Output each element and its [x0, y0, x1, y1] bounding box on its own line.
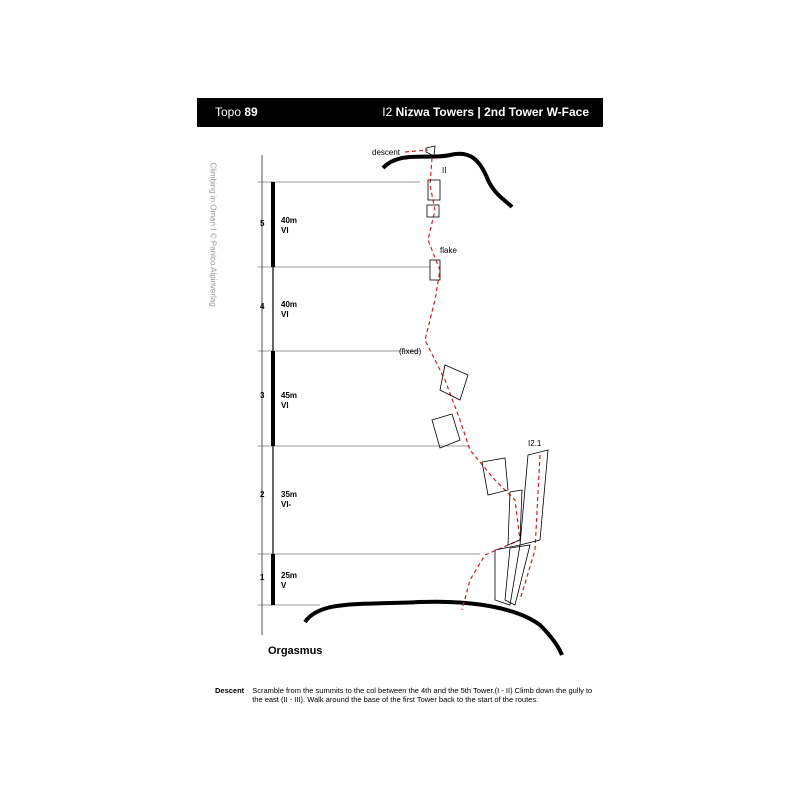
pitch-dividers — [258, 181, 480, 606]
descent-label: descent — [372, 148, 401, 157]
page-header: Topo 89 I2 Nizwa Towers | 2nd Tower W-Fa… — [197, 98, 603, 127]
rock-features — [425, 145, 549, 606]
variant-line — [519, 454, 541, 601]
route-name: Orgasmus — [268, 645, 323, 657]
pitch-number: 3 — [260, 391, 265, 400]
pitch-number: 4 — [260, 302, 265, 311]
topo-title: I2 Nizwa Towers | 2nd Tower W-Face — [382, 105, 589, 119]
pitch-number: 2 — [260, 490, 265, 499]
pitch-number: 1 — [260, 573, 265, 582]
summit-ridge — [381, 151, 514, 209]
descent-description: Descent Scramble from the summits to the… — [215, 686, 595, 704]
pitch-number: 5 — [260, 219, 265, 228]
route-line — [404, 149, 521, 611]
fixed-label: (fixed) — [399, 347, 422, 356]
ground-line — [303, 599, 564, 656]
variant-label: I2.1 — [528, 439, 542, 448]
topo-number: Topo 89 — [215, 105, 258, 119]
descent-text: Scramble from the summits to the col bet… — [252, 686, 593, 704]
summit-grade-label: II — [442, 166, 447, 175]
descent-heading: Descent — [215, 686, 245, 695]
flake-label: flake — [440, 246, 457, 255]
